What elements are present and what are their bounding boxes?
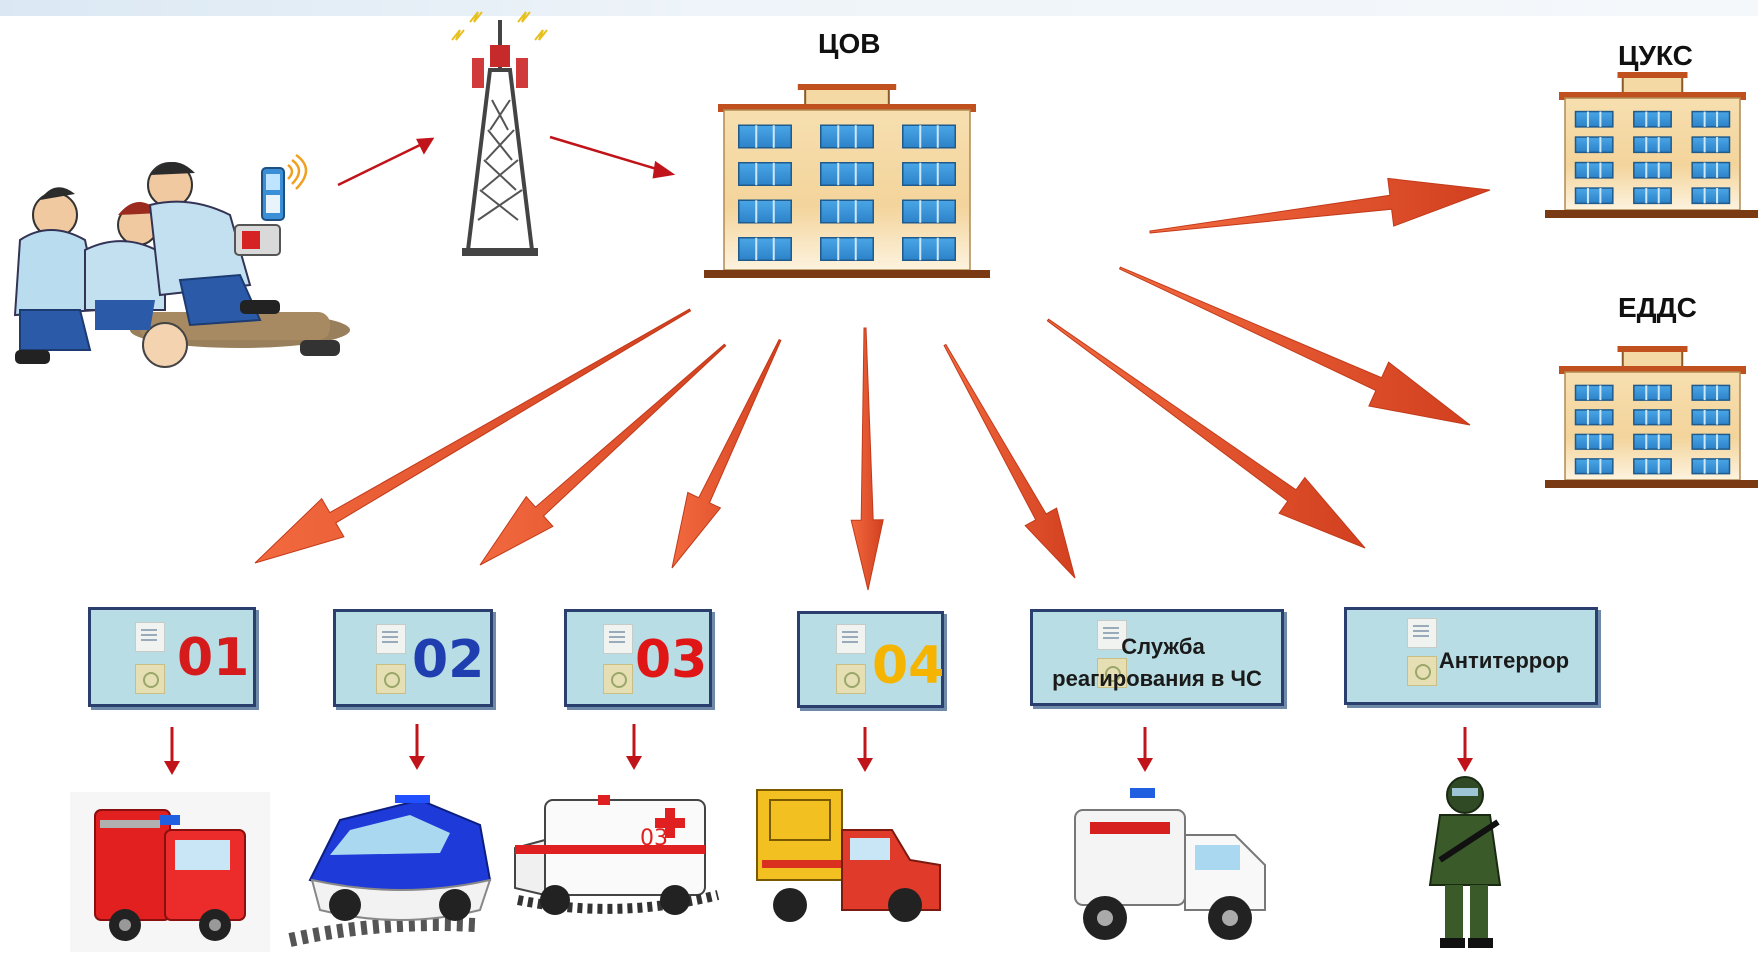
vehicle-arrow-head <box>626 756 642 770</box>
dispatch-arrow <box>1046 318 1366 549</box>
emergency-response-line1: Служба <box>1121 634 1205 659</box>
cuks-label: ЦУКС <box>1618 40 1693 71</box>
vehicle-arrow-head <box>409 756 425 770</box>
special-forces-soldier-icon <box>1428 776 1502 948</box>
document-icon <box>603 624 633 654</box>
dispatch-arrow <box>1149 177 1491 234</box>
dispatch-arrow <box>1118 266 1471 426</box>
vehicle-arrow-head <box>164 761 180 775</box>
service-box-antiterror[interactable]: Антитеррор <box>1344 607 1598 705</box>
rescue-scene-illustration <box>13 153 350 368</box>
service-number-04: 04 <box>872 636 945 696</box>
vehicle-arrow-head <box>1457 758 1473 772</box>
service-number-03: 03 <box>635 630 708 690</box>
emergency-rescue-truck-icon <box>1074 788 1266 940</box>
service-number-02: 02 <box>412 630 485 690</box>
service-box-03[interactable]: 03 <box>564 609 712 707</box>
ambulance-icon: 03 <box>514 795 720 915</box>
vehicle-arrow-head <box>1137 758 1153 772</box>
edds-label: ЕДДС <box>1618 292 1697 323</box>
cov-label: ЦОВ <box>818 28 881 59</box>
vehicle-arrows <box>164 724 1473 775</box>
cuks-building-icon <box>1545 72 1758 218</box>
map-icon <box>1097 658 1127 688</box>
document-icon <box>836 624 866 654</box>
police-car-icon <box>288 795 492 947</box>
signal-arrows <box>337 135 676 187</box>
gas-service-truck-icon <box>756 789 941 922</box>
document-icon <box>376 624 406 654</box>
emergency-response-line2: реагирования в ЧС <box>1052 666 1262 691</box>
antiterror-label: Антитеррор <box>1438 648 1570 673</box>
service-box-04[interactable]: 04 <box>797 611 944 708</box>
dispatch-arrow <box>943 343 1076 579</box>
document-icon <box>135 622 165 652</box>
edds-building-icon <box>1545 346 1758 488</box>
cov-building-icon <box>704 84 990 278</box>
vehicle-arrow-head <box>857 758 873 772</box>
radio-tower-icon <box>451 11 548 256</box>
dispatch-arrow <box>850 327 884 591</box>
document-icon <box>1407 618 1437 648</box>
map-icon <box>135 664 165 694</box>
dispatch-arrow <box>671 338 782 569</box>
dispatch-arrow <box>479 343 727 566</box>
map-icon <box>376 664 406 694</box>
ambulance-number: 03 <box>640 826 668 851</box>
map-icon <box>836 664 866 694</box>
service-box-01[interactable]: 01 <box>88 607 256 707</box>
service-box-02[interactable]: 02 <box>333 609 493 707</box>
top-decorative-band <box>0 0 1758 16</box>
document-icon <box>1097 620 1127 650</box>
map-icon <box>1407 656 1437 686</box>
service-number-01: 01 <box>177 628 250 688</box>
fire-truck-icon <box>70 792 270 952</box>
dispatch-arrows <box>254 177 1491 591</box>
map-icon <box>603 664 633 694</box>
service-box-emergency-response[interactable]: Служба реагирования в ЧС <box>1030 609 1284 706</box>
dispatch-arrow <box>254 308 692 564</box>
